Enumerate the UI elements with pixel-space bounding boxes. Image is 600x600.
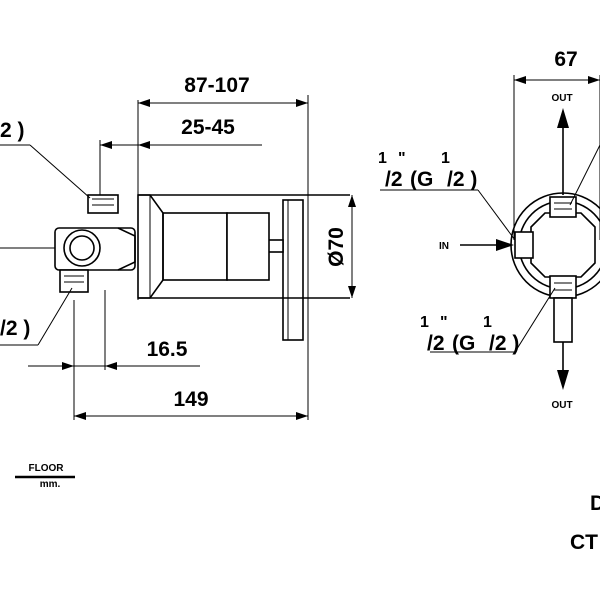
arrow-right-icon — [496, 239, 514, 251]
svg-text:1: 1 — [378, 150, 387, 167]
arrow-head — [514, 76, 526, 84]
connector-taper — [117, 227, 136, 271]
dimension-offset: 16.5 — [147, 338, 188, 361]
floor-label: FLOOR — [29, 463, 65, 474]
front-view: 67 OUT IN OUT 1 — [378, 48, 600, 411]
svg-text:": " — [440, 314, 448, 331]
arrow-head — [62, 362, 74, 370]
thread-label-right-bottom: 1 /2 " (G 1 /2 ) — [420, 314, 519, 355]
arrow-head — [296, 99, 308, 107]
bottom-outlet-fitting — [59, 269, 89, 293]
arrow-head — [296, 412, 308, 420]
side-port-fitting — [514, 231, 534, 259]
arrow-head — [100, 141, 112, 149]
unit-legend: FLOOR mm. — [15, 463, 75, 490]
svg-text:/2 ): /2 ) — [489, 332, 519, 355]
leader-line — [569, 144, 600, 206]
arrow-head — [348, 286, 356, 298]
valve-cartridge — [162, 212, 228, 281]
arrow-up-icon — [557, 108, 569, 128]
bottom-port-fitting — [549, 275, 577, 299]
leader-line — [477, 189, 516, 241]
arrow-head — [588, 76, 600, 84]
svg-text:1: 1 — [420, 314, 429, 331]
dimension-diameter: Ø70 — [325, 227, 348, 267]
inlet-port-inner — [69, 235, 95, 261]
svg-text:1: 1 — [483, 314, 492, 331]
svg-text:/2: /2 — [385, 168, 403, 191]
edge-text-line2: CT — [570, 531, 598, 554]
arrow-down-icon — [557, 370, 569, 390]
svg-text:(G: (G — [452, 332, 475, 355]
dimension-top-width: 67 — [554, 48, 577, 71]
svg-text:/2 ): /2 ) — [447, 168, 477, 191]
in-label: IN — [439, 241, 449, 252]
arrow-head — [138, 99, 150, 107]
leader-line — [514, 287, 556, 353]
arrow-head — [138, 141, 150, 149]
out-label-top: OUT — [551, 93, 572, 104]
inlet-port-outer — [63, 229, 101, 267]
out-label-bottom: OUT — [551, 400, 572, 411]
unit-label: mm. — [40, 479, 61, 490]
thread-label-left-top: 2 ) — [0, 119, 25, 142]
valve-cross-body — [530, 212, 596, 278]
dimension-total-length: 149 — [173, 388, 208, 411]
svg-text:": " — [398, 150, 406, 167]
dimension-body-depth: 25-45 — [181, 116, 235, 139]
valve-cap — [226, 212, 270, 281]
arrow-head — [348, 195, 356, 207]
top-port-fitting — [549, 196, 577, 218]
svg-text:(G: (G — [410, 168, 433, 191]
thread-label-left-bottom: /2 ) — [0, 317, 30, 340]
side-view: 87-107 25-45 Ø70 — [0, 74, 356, 420]
leader-line — [37, 287, 73, 346]
leader-line — [29, 144, 91, 199]
escutcheon-plate — [282, 199, 304, 341]
thread-label-right-top: 1 /2 " (G 1 /2 ) — [378, 150, 477, 191]
arrow-head — [74, 412, 86, 420]
valve-connector-body — [54, 227, 136, 271]
top-inlet-fitting — [87, 194, 119, 214]
spindle — [267, 239, 284, 253]
svg-text:1: 1 — [441, 150, 450, 167]
edge-text-line1: D — [590, 492, 600, 515]
arrow-head — [105, 362, 117, 370]
svg-text:/2: /2 — [427, 332, 445, 355]
dimension-overall-depth: 87-107 — [184, 74, 249, 97]
spindle-stem — [553, 297, 573, 343]
